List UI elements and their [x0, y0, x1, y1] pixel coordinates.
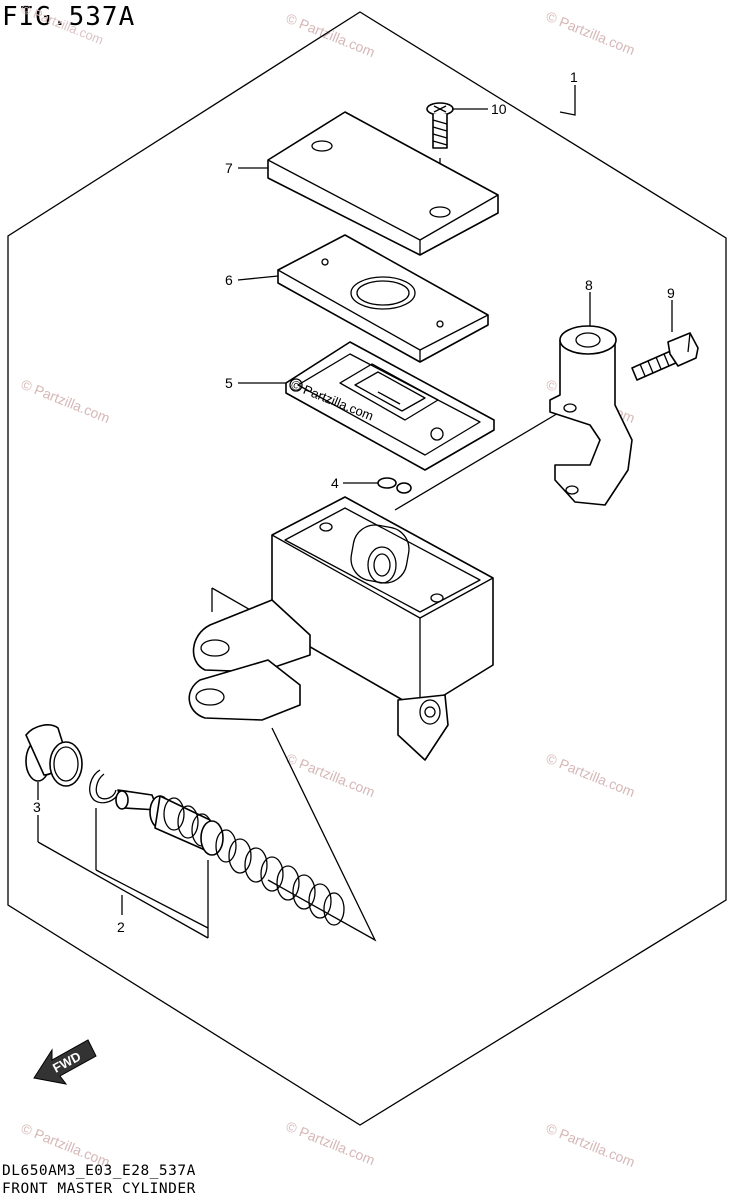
- part-8-clamp: [549, 325, 633, 506]
- model-code: DL650AM3_E03_E28_537A: [2, 1163, 196, 1179]
- part-3-boot: [25, 724, 83, 787]
- assembly-outline: [7, 11, 727, 1126]
- part-6-diaphragm-plate: [277, 234, 489, 363]
- part-1-master-cylinder-body: [188, 496, 494, 761]
- watermark: © Partzilla.com: [284, 1118, 377, 1168]
- fwd-arrow-icon: FWD: [33, 1039, 97, 1085]
- watermark: © Partzilla.com: [19, 376, 112, 426]
- watermark: © Partzilla.com: [544, 8, 637, 58]
- figure-title: FIG.537A: [2, 2, 136, 32]
- watermark: © Partzilla.com: [544, 750, 637, 800]
- callout-6: 6: [225, 272, 233, 288]
- callout-1: 1: [570, 69, 578, 85]
- part-9-bolt: [631, 332, 699, 381]
- callout-7: 7: [225, 160, 233, 176]
- assembly-line: [394, 411, 561, 511]
- figure-name: FRONT MASTER CYLINDER: [2, 1181, 196, 1197]
- callout-9: 9: [667, 285, 675, 301]
- callout-labels: 1 2 3 4 5 6 7 8 9 10: [33, 69, 675, 935]
- watermark: © Partzilla.com: [544, 1120, 637, 1170]
- callout-10: 10: [491, 101, 507, 117]
- part-2-circlip: [89, 769, 121, 804]
- part-2-piston-spring: [115, 789, 345, 926]
- part-4-washer: [377, 477, 412, 494]
- leader-lines: [37, 85, 673, 939]
- part-5-diaphragm: © Partzilla.com: [285, 341, 495, 471]
- callout-8: 8: [585, 277, 593, 293]
- assembly-line: [267, 727, 377, 942]
- watermark: © Partzilla.com: [19, 1, 106, 48]
- callout-3: 3: [33, 799, 41, 815]
- watermark: © Partzilla.com: [284, 10, 377, 60]
- callout-2: 2: [117, 919, 125, 935]
- callout-5: 5: [225, 375, 233, 391]
- callout-4: 4: [331, 475, 339, 491]
- part-10-screw: [426, 102, 454, 149]
- part-7-reservoir-cap: [267, 111, 499, 256]
- watermark: © Partzilla.com: [284, 750, 377, 800]
